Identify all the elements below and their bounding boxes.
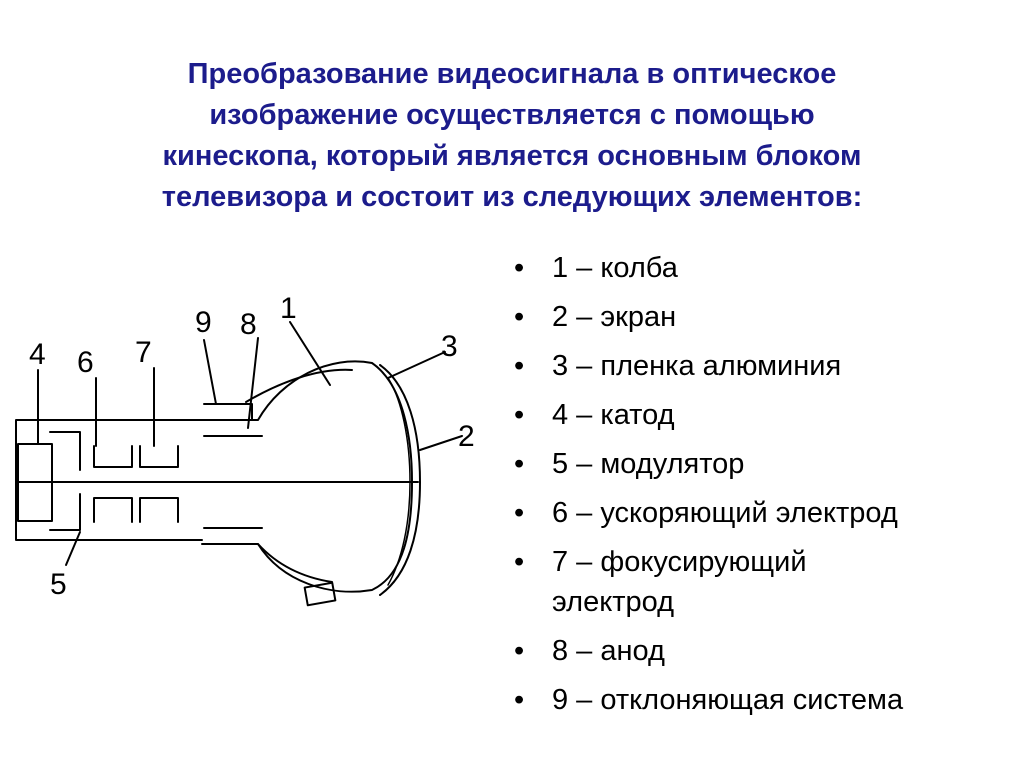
title-line: телевизора и состоит из следующих элемен… (161, 181, 863, 213)
bullet-icon: • (514, 301, 525, 333)
leader-line (419, 435, 463, 451)
bullet-icon: • (514, 546, 525, 578)
legend-item-text: 7 – фокусирующий (552, 546, 807, 578)
modulator (49, 431, 81, 531)
title-line: кинескопа, который является основным бло… (162, 140, 862, 172)
anode (203, 435, 263, 529)
bullet-icon: • (514, 635, 525, 667)
title-line: изображение осуществляется с помощью (209, 99, 815, 131)
legend-item: • 1 – колба (512, 248, 1012, 288)
aluminum-film (387, 377, 411, 586)
legend-item-text: 9 – отклоняющая система (552, 684, 904, 716)
legend-item-text: 3 – пленка алюминия (552, 350, 842, 382)
legend-item-text: 8 – анод (552, 635, 665, 667)
legend-item-text: электрод (552, 586, 675, 618)
diagram-label-9: 9 (195, 306, 212, 339)
diagram-label-4: 4 (29, 338, 46, 371)
tube-screen (379, 364, 421, 596)
tube-neck (15, 419, 203, 541)
bullet-icon: • (514, 350, 525, 382)
leader-line (387, 351, 446, 379)
bullet-icon: • (514, 399, 525, 431)
bullet-icon: • (514, 448, 525, 480)
legend-item: • 4 – катод (512, 395, 1012, 435)
legend-item-text: 1 – колба (552, 252, 678, 284)
deflection-system (203, 368, 353, 583)
legend-item: • 5 – модулятор (512, 444, 1012, 484)
tube-bulb (201, 360, 413, 593)
legend-item-text: 2 – экран (552, 301, 677, 333)
bullet-icon: • (514, 684, 525, 716)
leader-line (247, 337, 259, 429)
diagram-label-6: 6 (77, 346, 94, 379)
diagram-label-5: 5 (50, 568, 67, 601)
component-legend: • 1 – колба • 2 – экран • 3 – пленка алю… (512, 248, 1012, 729)
legend-item: • 7 – фокусирующий электрод (512, 542, 1012, 622)
legend-item-text: 4 – катод (552, 399, 675, 431)
bullet-icon: • (514, 497, 525, 529)
legend-item: • 3 – пленка алюминия (512, 346, 1012, 386)
legend-item: • 2 – экран (512, 297, 1012, 337)
legend-item-text: 6 – ускоряющий электрод (552, 497, 898, 529)
cathode (17, 443, 53, 522)
diagram-label-2: 2 (458, 420, 475, 453)
leader-line (203, 339, 217, 405)
bullet-icon: • (514, 252, 525, 284)
accelerating-electrode (93, 445, 133, 523)
legend-item: • 6 – ускоряющий электрод (512, 493, 1012, 533)
diagram-label-7: 7 (135, 336, 152, 369)
diagram-label-8: 8 (240, 308, 257, 341)
diagram-label-1: 1 (280, 292, 297, 325)
leader-line (289, 321, 331, 386)
focusing-electrode (139, 445, 179, 523)
kinescope-diagram: 1 2 3 4 5 6 7 8 9 (15, 292, 475, 607)
leader-line (65, 531, 81, 566)
title-line: Преобразование видеосигнала в оптическое (187, 58, 837, 90)
legend-item: • 8 – анод (512, 631, 1012, 671)
slide-title: Преобразование видеосигнала в оптическое… (40, 54, 984, 218)
legend-item-text: 5 – модулятор (552, 448, 745, 480)
deflection-yoke (303, 581, 337, 607)
diagram-label-3: 3 (441, 330, 458, 363)
legend-item: • 9 – отклоняющая система (512, 680, 1012, 720)
